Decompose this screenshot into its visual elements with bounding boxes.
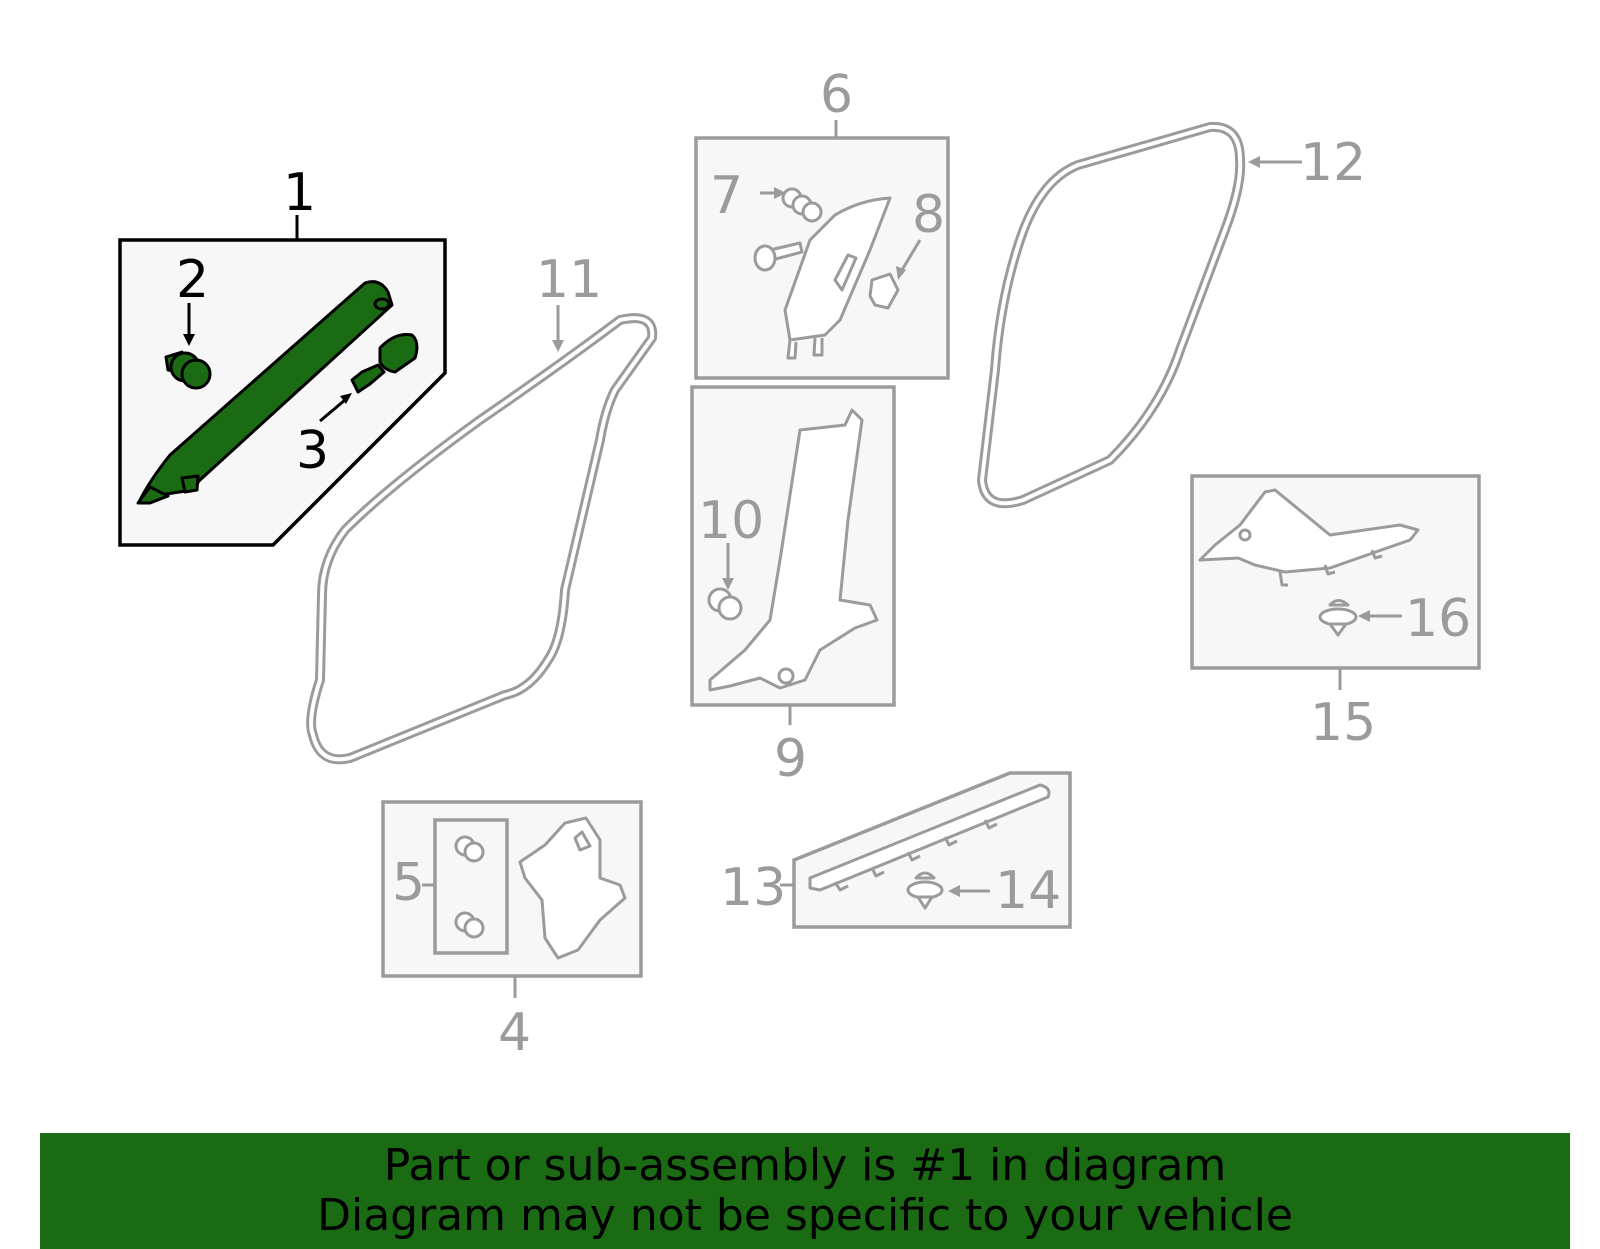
pillar-garnish [136,280,394,505]
upper-pillar-trim [783,196,892,360]
part-group-6[interactable]: 6 7 8 [694,65,950,380]
clip-14 [906,871,944,910]
clip-2 [164,350,212,390]
rear-pillar-trim [1198,488,1420,587]
cap-3 [350,333,419,394]
door-opening-seal-11[interactable]: 11 [306,250,658,765]
part-group-13[interactable]: 13 14 [720,771,1072,929]
clip-5b [454,911,485,939]
banner-line-2: Diagram may not be specific to your vehi… [317,1190,1293,1241]
callout-7: 7 [710,166,743,226]
part-group-9[interactable]: 9 10 [690,385,896,789]
sill-trim [808,783,1051,892]
callout-14: 14 [995,861,1061,921]
clip-8 [868,272,900,310]
callout-6: 6 [820,65,853,125]
clip-10 [707,587,743,621]
part-group-4[interactable]: 4 5 [381,800,643,1063]
door-opening-seal-12[interactable]: 12 [977,121,1366,509]
box-15 [1190,474,1481,670]
screw [753,241,804,272]
callout-5: 5 [392,853,425,913]
lower-pillar-trim [708,408,879,692]
callout-2: 2 [176,250,209,310]
callout-1: 1 [283,163,316,223]
box-4 [381,800,643,978]
part-group-15[interactable]: 15 16 [1190,474,1481,753]
info-banner: Part or sub-assembly is #1 in diagram Di… [40,1133,1570,1249]
callout-13: 13 [720,858,786,918]
callout-9: 9 [774,729,807,789]
banner-line-1: Part or sub-assembly is #1 in diagram [383,1140,1227,1191]
callout-15: 15 [1310,693,1376,753]
clip-16 [1318,599,1358,637]
clip-5a [454,835,485,863]
kick-panel-trim [518,816,627,960]
callout-12: 12 [1300,133,1366,193]
callout-16: 16 [1405,589,1471,649]
callout-8: 8 [912,185,945,245]
clip-7 [781,187,823,223]
callout-10: 10 [698,491,764,551]
callout-4: 4 [498,1003,531,1063]
part-group-1[interactable]: 1 2 3 [118,163,447,547]
callout-11: 11 [536,250,602,310]
callout-3: 3 [296,421,329,481]
